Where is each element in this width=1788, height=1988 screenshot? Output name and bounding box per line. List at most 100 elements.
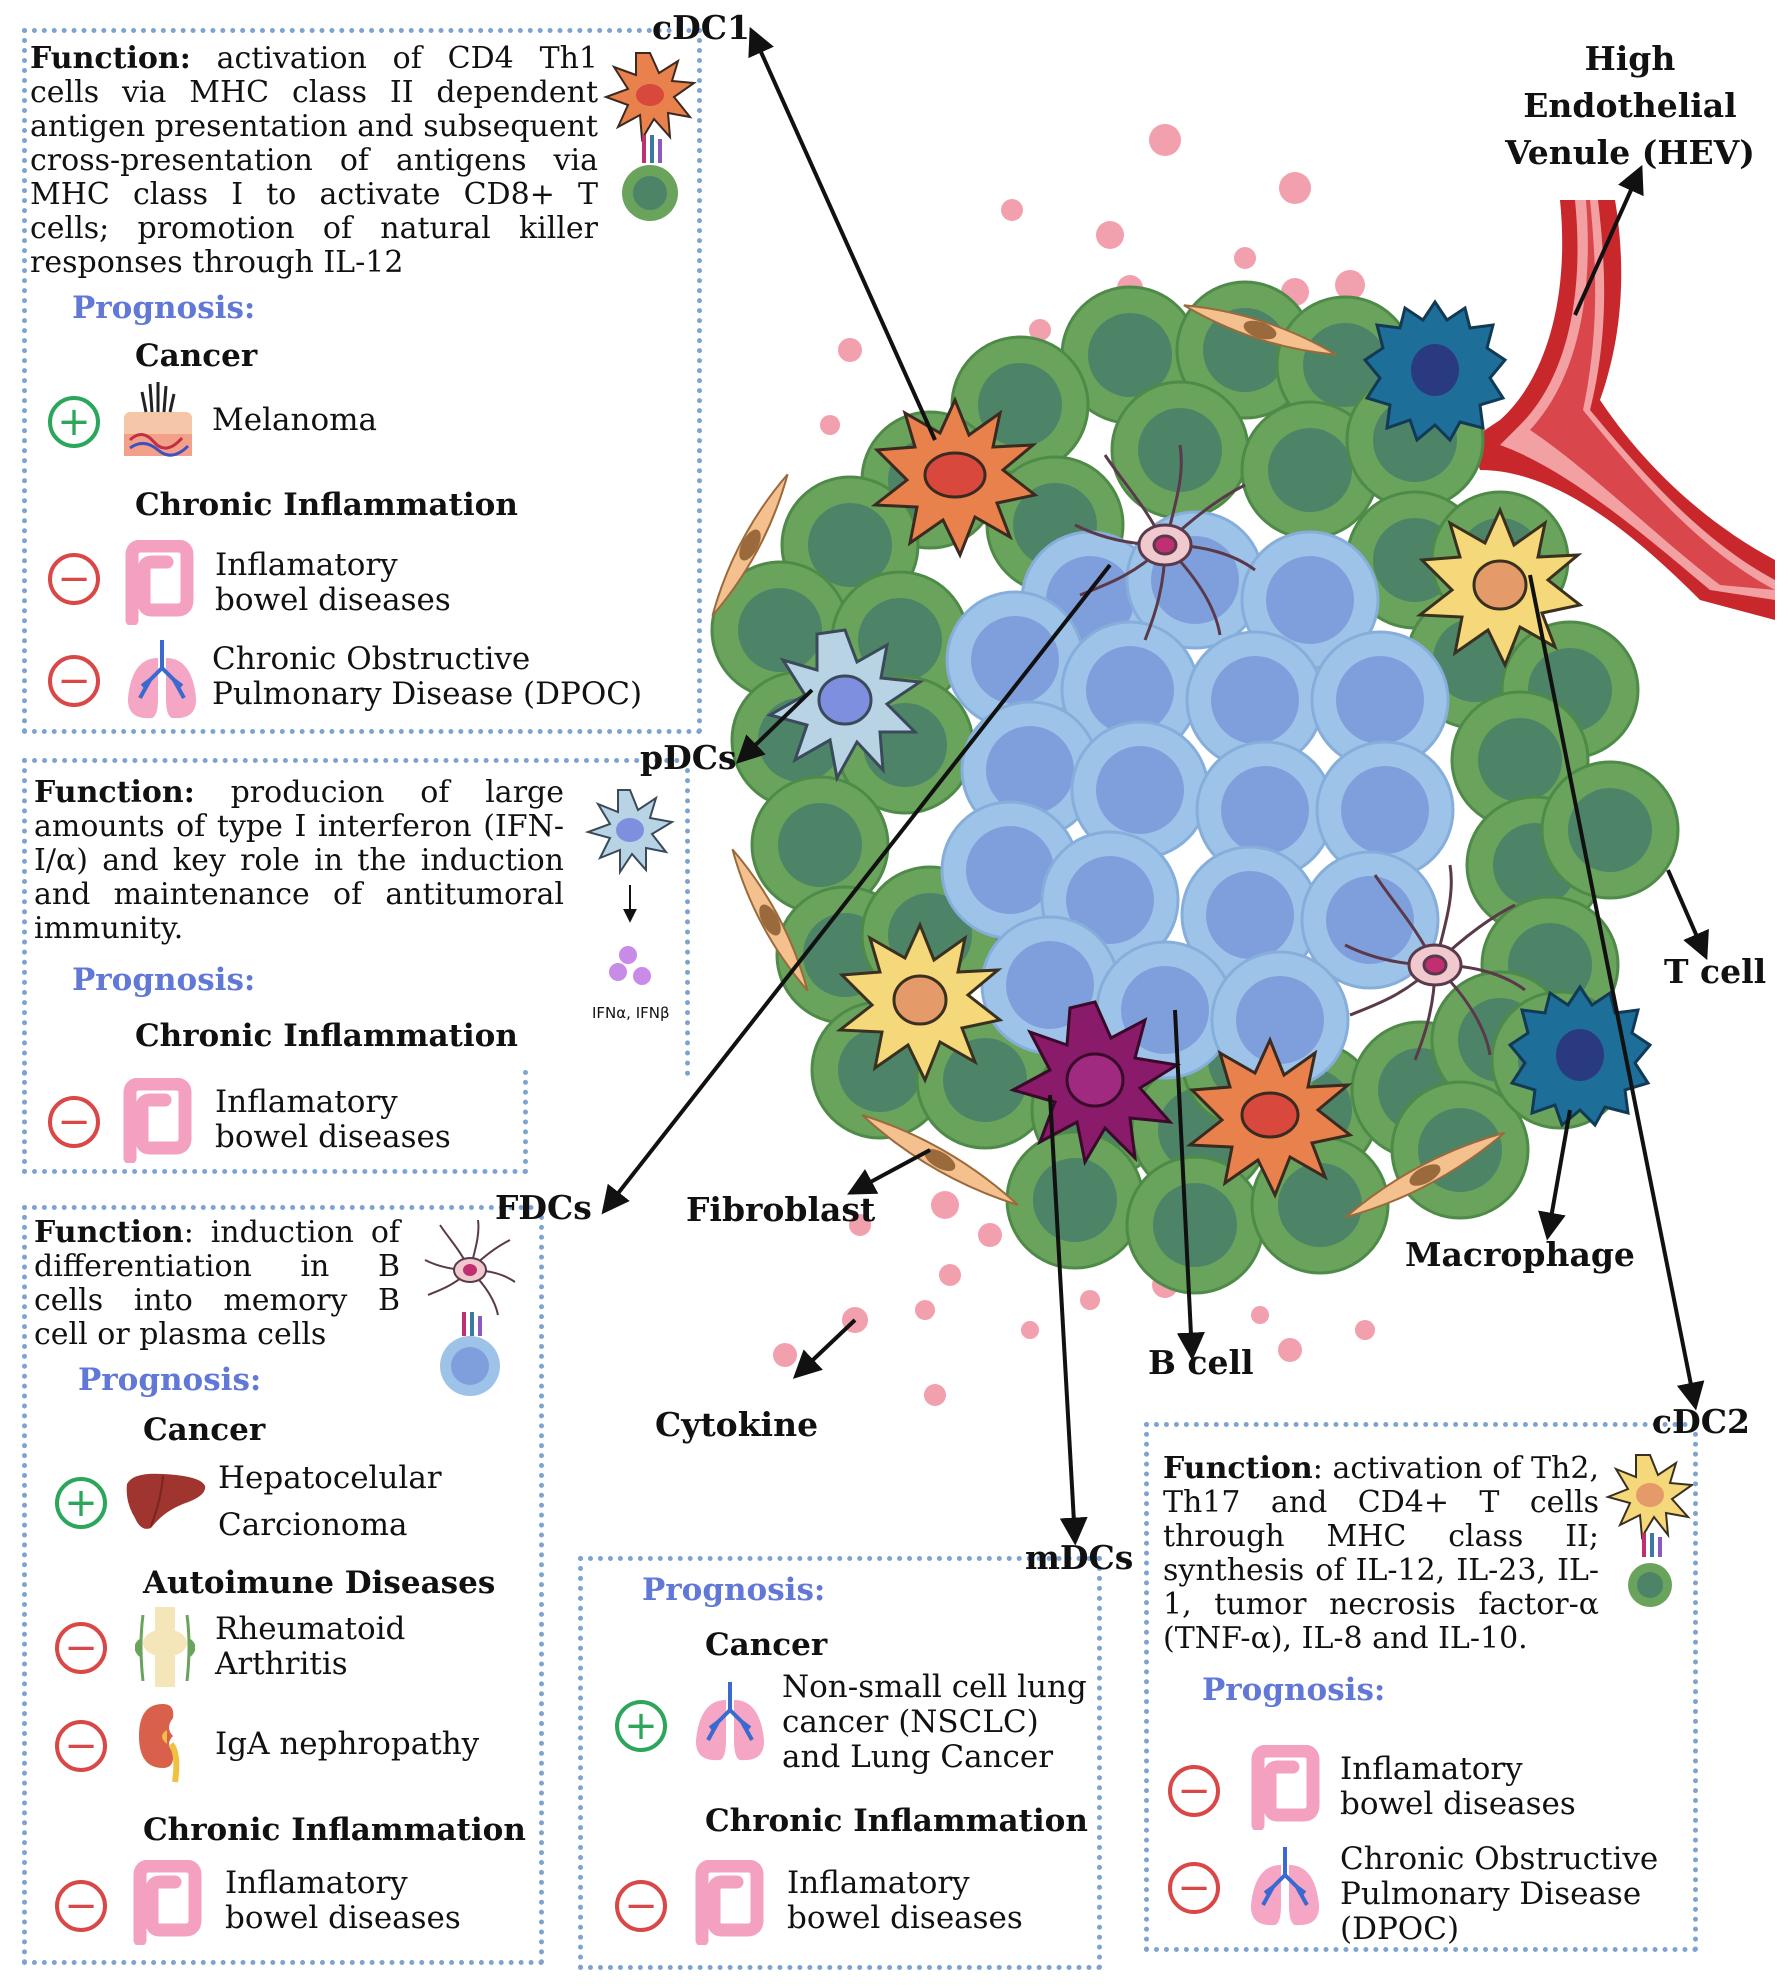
cdc1-box	[22, 28, 702, 734]
cdc1-ibd: Inflamatory bowel diseases	[215, 548, 451, 618]
label-pdcs: pDCs	[640, 738, 737, 777]
fdc-chronic-heading: Chronic Inflammation	[143, 1812, 526, 1848]
fdc-mini-icon	[424, 1219, 516, 1396]
label-hev-line1: High	[1584, 39, 1676, 78]
cdc2-cell-2	[835, 921, 1004, 1084]
mdc-cancer-heading: Cancer	[705, 1627, 828, 1663]
mdc-ibd-line1: Inflamatory	[787, 1865, 970, 1901]
negative-icon: −	[48, 553, 100, 605]
cdc2-function-label: Function	[1163, 1451, 1313, 1486]
label-fdcs: FDCs	[495, 1188, 592, 1227]
cdc1-cell	[870, 396, 1039, 559]
cdc2-ibd-line2: bowel diseases	[1340, 1786, 1576, 1822]
fdc-ra-line1: Rheumatoid	[215, 1611, 406, 1647]
negative-icon: −	[1168, 1862, 1220, 1914]
cdc1-copd-line1: Chronic Obstructive	[212, 641, 531, 677]
intestine-icon	[123, 1078, 192, 1163]
intestine-icon	[133, 1860, 202, 1945]
mdc-nsclc-line3: and Lung Cancer	[782, 1739, 1054, 1775]
negative-icon: −	[48, 1096, 100, 1148]
fdc-hcc-line2: Carcionoma	[218, 1507, 408, 1543]
liver-icon	[126, 1473, 206, 1529]
pdc-prognosis: Prognosis:	[72, 962, 256, 998]
fdc-cell	[1074, 444, 1256, 641]
fdc-hcc-line1: Hepatocelular	[218, 1460, 442, 1496]
cdc2-mini-icon	[1604, 1454, 1695, 1607]
pdc-box-lower	[22, 1070, 528, 1174]
negative-icon: −	[55, 1720, 107, 1772]
fdc-box	[22, 1205, 544, 1965]
negative-icon: −	[1168, 1765, 1220, 1817]
positive-icon: +	[615, 1700, 667, 1752]
skin-icon	[124, 382, 192, 457]
mdc-box	[578, 1556, 1102, 1970]
pdc-box	[22, 758, 690, 1076]
label-cdc1: cDC1	[652, 8, 750, 47]
negative-icon: −	[55, 1622, 107, 1674]
fdc-ibd: Inflamatory bowel diseases	[225, 1866, 461, 1936]
mdc-prognosis: Prognosis:	[642, 1572, 826, 1608]
pdc-ibd-line1: Inflamatory	[215, 1084, 398, 1120]
pdc-function-label: Function:	[34, 775, 195, 810]
pdc-chronic-heading: Chronic Inflammation	[135, 1018, 518, 1054]
label-b-cell: B cell	[1148, 1343, 1254, 1382]
kidney-icon	[139, 1704, 180, 1783]
pointer-arrows	[601, 26, 1709, 1546]
mdc-ibd: Inflamatory bowel diseases	[787, 1866, 1023, 1936]
label-hev-line3: Venule (HEV)	[1505, 133, 1755, 172]
fdc-ibd-line2: bowel diseases	[225, 1900, 461, 1936]
cdc2-ibd-line1: Inflamatory	[1340, 1751, 1523, 1787]
label-hev: High Endothelial Venule (HEV)	[1500, 35, 1760, 176]
fdc-function: Function: induction of differentiation i…	[34, 1216, 400, 1352]
cdc1-cell-2	[1185, 1036, 1354, 1199]
fdc-ra-line2: Arthritis	[215, 1646, 348, 1682]
b-cell-follicle	[940, 510, 1455, 1090]
mdc-nsclc-line2: cancer (NSCLC)	[782, 1704, 1039, 1740]
fdc-autoimmune-heading: Autoimune Diseases	[143, 1565, 496, 1601]
label-fibroblast: Fibroblast	[686, 1190, 876, 1229]
pdc-cell	[766, 628, 925, 783]
label-hev-line2: Endothelial	[1523, 86, 1737, 125]
cdc2-box	[1144, 1422, 1698, 1952]
cdc2-ibd: Inflamatory bowel diseases	[1340, 1752, 1576, 1822]
fdc-ra: Rheumatoid Arthritis	[215, 1612, 405, 1682]
mdc-nsclc: Non-small cell lung cancer (NSCLC) and L…	[782, 1670, 1087, 1775]
cdc1-cancer-heading: Cancer	[135, 338, 258, 374]
lungs-icon	[695, 1682, 765, 1761]
cdc1-function-label: Function:	[30, 41, 191, 76]
positive-icon: +	[55, 1477, 107, 1529]
positive-icon: +	[48, 396, 100, 448]
macrophage-cell	[1362, 299, 1508, 443]
joint-icon	[135, 1607, 195, 1687]
negative-icon: −	[55, 1880, 107, 1932]
intestine-icon	[695, 1860, 764, 1945]
label-mdcs: mDCs	[1025, 1538, 1134, 1577]
cdc2-function-text: : activation of Th2, Th17 and CD4+ T cel…	[1163, 1451, 1599, 1656]
lungs-icon	[127, 640, 197, 719]
cdc1-mini-icon	[603, 52, 697, 221]
cdc2-copd-line3: (DPOC)	[1340, 1911, 1460, 1947]
pdc-function: Function: producion of large amounts of …	[34, 776, 564, 946]
label-cdc2: cDC2	[1652, 1402, 1750, 1441]
fibroblasts	[711, 304, 1506, 1219]
lungs-icon	[1250, 1847, 1320, 1926]
label-cytokine: Cytokine	[655, 1405, 819, 1444]
pdc-function-text: producion of large amounts of type I int…	[34, 775, 564, 946]
label-ifn: IFNα, IFNβ	[592, 1004, 670, 1022]
negative-icon: −	[48, 655, 100, 707]
label-macrophage: Macrophage	[1405, 1235, 1635, 1274]
cdc2-prognosis: Prognosis:	[1202, 1672, 1386, 1708]
mdc-chronic-heading: Chronic Inflammation	[705, 1803, 1088, 1839]
fdc-iga: IgA nephropathy	[215, 1726, 480, 1762]
negative-icon: −	[615, 1880, 667, 1932]
cdc1-function-text: activation of CD4 Th1 cells via MHC clas…	[30, 41, 598, 280]
intestine-icon	[1251, 1745, 1320, 1830]
cdc1-ibd-line2: bowel diseases	[215, 582, 451, 618]
cdc2-copd-line1: Chronic Obstructive	[1340, 1841, 1659, 1877]
intestine-icon	[125, 540, 194, 625]
fdc-cell-2	[1344, 864, 1526, 1061]
mdc-cell	[1009, 1000, 1182, 1167]
cdc1-chronic-heading: Chronic Inflammation	[135, 487, 518, 523]
cdc2-function: Function: activation of Th2, Th17 and CD…	[1163, 1452, 1599, 1656]
